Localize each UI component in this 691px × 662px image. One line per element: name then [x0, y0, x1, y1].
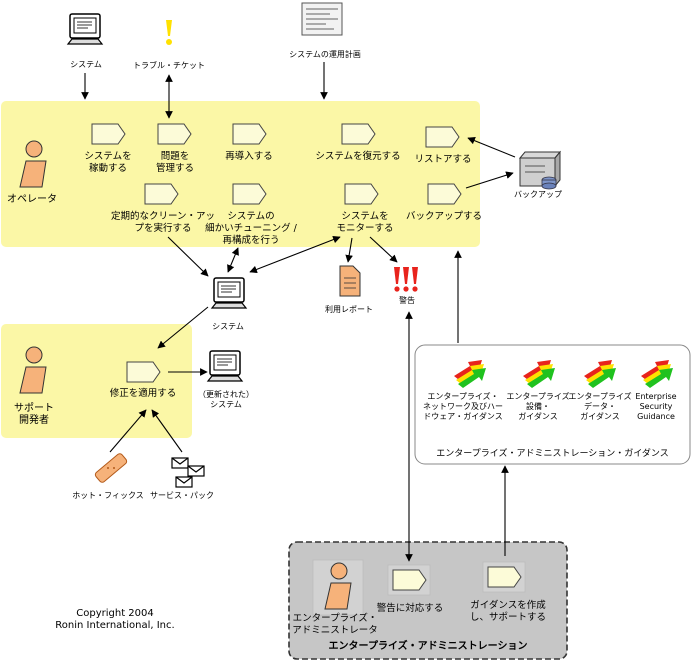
- monitor-task-icon: [344, 183, 379, 205]
- middle-system-monitor-icon: [211, 277, 247, 309]
- tuning-line3: 再構成を行う: [222, 235, 280, 246]
- updated-system-line2: システム: [210, 400, 242, 409]
- guidance-network-line2: ネットワーク及びハー: [423, 402, 503, 411]
- ops-plan-icon: [301, 2, 343, 36]
- middle-system-label: システム: [212, 322, 244, 331]
- usage-report-icon: [339, 265, 361, 297]
- guidance-data-line1: エンタープライズ: [568, 392, 632, 401]
- service-pack-icon: [171, 457, 205, 488]
- restore-system-label: システムを復元する: [315, 151, 401, 162]
- guidance-data-line2: データ・: [584, 402, 616, 411]
- restore-task-icon: [425, 126, 460, 148]
- tuning-task-icon: [232, 183, 267, 205]
- guidance-item-facility: エンタープライズ 設備・ ガイダンス: [504, 392, 572, 422]
- guidance-security-line2: Security: [639, 402, 673, 411]
- trouble-ticket-label: トラブル・チケット: [133, 61, 205, 70]
- enterprise-admin-title: エンタープライズ・アドミニストレーション: [328, 641, 528, 652]
- connector-cleanup-to-system: [167, 236, 209, 277]
- guidance-facility-line1: エンタープライズ: [506, 392, 570, 401]
- support-role-label: サポート 開発者: [4, 403, 64, 427]
- connector-backup-to-restore: [467, 137, 516, 158]
- connector-monitor-to-report: [345, 237, 353, 263]
- usage-report-label: 利用レポート: [325, 305, 373, 314]
- reinstall-label: 再導入する: [225, 151, 273, 162]
- connector-monitor-to-alert: [369, 236, 398, 263]
- manage-problems-label: 問題を 管理する: [140, 151, 210, 175]
- guidance-facility-line3: ガイダンス: [518, 412, 558, 421]
- monitor-line2: モニターする: [336, 223, 394, 234]
- tuning-line1: システムの: [227, 211, 275, 222]
- tuning-label: システムの 細かいチューニング / 再構成を行う: [196, 211, 306, 247]
- guidance-item-network: エンタープライズ・ ネットワーク及びハー ドウェア・ガイダンス: [422, 392, 504, 422]
- support-role-line2: 開発者: [19, 415, 49, 426]
- connector-monitor-to-system: [249, 235, 341, 274]
- create-guidance-label: ガイダンスを作成 し、サポートする: [458, 600, 558, 624]
- enterprise-admin-role-line2: アドミニストレータ: [292, 625, 378, 636]
- guidance-item-data: エンタープライズ データ・ ガイダンス: [566, 392, 634, 422]
- guidance-item-security: Enterprise Security Guidance: [626, 392, 686, 422]
- start-system-label: システムを 稼動する: [70, 151, 146, 175]
- hotfix-label: ホット・フィックス: [72, 491, 144, 500]
- manage-problems-line1: 問題を: [160, 151, 190, 162]
- connector-servicepack-to-applyfix: [151, 409, 183, 453]
- respond-alerts-task-icon: [392, 569, 427, 591]
- monitor-line1: システムを: [341, 211, 389, 222]
- service-pack-label: サービス・パック: [150, 491, 214, 500]
- apply-fix-task-icon: [126, 361, 161, 383]
- updated-system-monitor-icon: [207, 350, 243, 382]
- connector-tuning-to-system: [227, 247, 239, 273]
- guidance-security-line1: Enterprise: [635, 392, 677, 401]
- cleanup-line2: プを実行する: [134, 223, 192, 234]
- manage-problems-task-icon: [157, 123, 192, 145]
- ops-plan-label: システムの運用計画: [289, 50, 361, 59]
- respond-alerts-label: 警告に対応する: [376, 603, 444, 614]
- guidance-title: エンタープライズ・アドミニストレーション・ガイダンス: [436, 449, 669, 459]
- support-role-line1: サポート: [14, 403, 54, 414]
- backup-task-icon: [427, 183, 462, 205]
- cleanup-task-icon: [144, 183, 179, 205]
- copyright-notice: Copyright 2004 Ronin International, Inc.: [30, 608, 200, 632]
- cleanup-label: 定期的なクリーン・アッ プを実行する: [103, 211, 223, 235]
- guidance-network-line3: ドウェア・ガイダンス: [423, 412, 503, 421]
- guidance-security-line3: Guidance: [637, 412, 675, 421]
- manage-problems-line2: 管理する: [155, 163, 194, 174]
- backup-store-label: バックアップ: [514, 190, 562, 199]
- guidance-data-line3: ガイダンス: [580, 412, 620, 421]
- connector-system-to-applyfix: [157, 306, 209, 349]
- apply-fix-label: 修正を適用する: [109, 388, 177, 399]
- monitor-label: システムを モニターする: [327, 211, 403, 235]
- restore-label: リストアする: [414, 154, 472, 165]
- alert-label: 警告: [399, 296, 415, 305]
- create-guidance-line2: し、サポートする: [469, 612, 546, 623]
- connector-hotfix-to-applyfix: [109, 409, 147, 453]
- updated-system-line1: （更新された）: [198, 390, 254, 399]
- enterprise-admin-role-line1: エンタープライズ・: [292, 613, 378, 624]
- tuning-line2: 細かいチューニング /: [205, 223, 297, 234]
- trouble-ticket-icon: [166, 20, 172, 45]
- guidance-facility-line2: 設備・: [526, 402, 550, 411]
- connector-backup-task-to-store: [465, 171, 514, 189]
- copyright-line2: Ronin International, Inc.: [55, 620, 175, 631]
- alert-icon: [394, 267, 418, 292]
- restore-system-task-icon: [341, 123, 376, 145]
- copyright-line1: Copyright 2004: [76, 608, 154, 619]
- system-monitor-icon: [67, 13, 103, 45]
- hotfix-icon: [94, 453, 128, 483]
- backup-label: バックアップする: [405, 211, 482, 222]
- operator-role-label: オペレータ: [7, 194, 57, 205]
- backup-storage-icon: [518, 150, 562, 190]
- updated-system-label: （更新された） システム: [193, 390, 259, 410]
- create-guidance-task-icon: [487, 566, 522, 588]
- guidance-network-line1: エンタープライズ・: [427, 392, 499, 401]
- start-system-task-icon: [91, 123, 126, 145]
- start-system-line2: 稼動する: [88, 163, 127, 174]
- reinstall-task-icon: [232, 123, 267, 145]
- enterprise-admin-role-label: エンタープライズ・ アドミニストレータ: [292, 613, 378, 637]
- create-guidance-line1: ガイダンスを作成: [470, 600, 546, 611]
- cleanup-line1: 定期的なクリーン・アッ: [110, 211, 216, 222]
- start-system-line1: システムを: [84, 151, 132, 162]
- top-system-label: システム: [70, 60, 102, 69]
